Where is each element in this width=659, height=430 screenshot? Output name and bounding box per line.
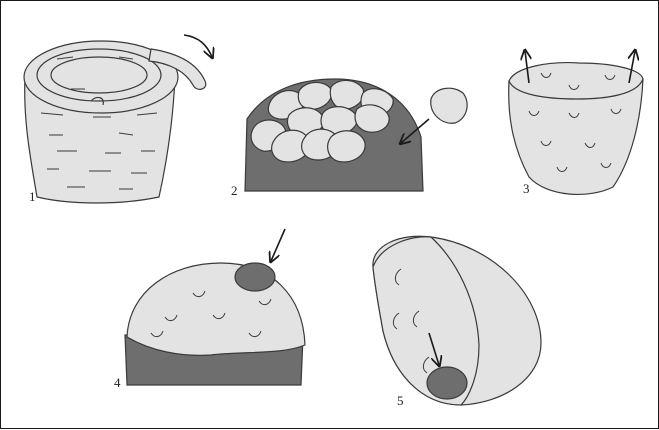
step-4-label: 4: [114, 375, 121, 391]
clay-plug: [235, 263, 275, 291]
step-1-label: 1: [29, 189, 36, 205]
step-5-label: 5: [397, 393, 404, 409]
step-4-arrow: [271, 229, 285, 261]
step-4-dome-with-plug: [125, 229, 305, 385]
extra-clay-lump: [431, 88, 467, 123]
step-2-lump-dome: [245, 79, 467, 191]
step-5-cut-form: [373, 236, 541, 405]
step-1-arrow: [184, 35, 212, 57]
step-1-coiled-pot: [24, 35, 212, 203]
clay-dome: [127, 263, 305, 355]
step-2-label: 2: [231, 183, 238, 199]
step-3-pinched-pot: [509, 51, 643, 194]
bottom-opening: [427, 367, 467, 399]
step-3-label: 3: [523, 181, 530, 197]
